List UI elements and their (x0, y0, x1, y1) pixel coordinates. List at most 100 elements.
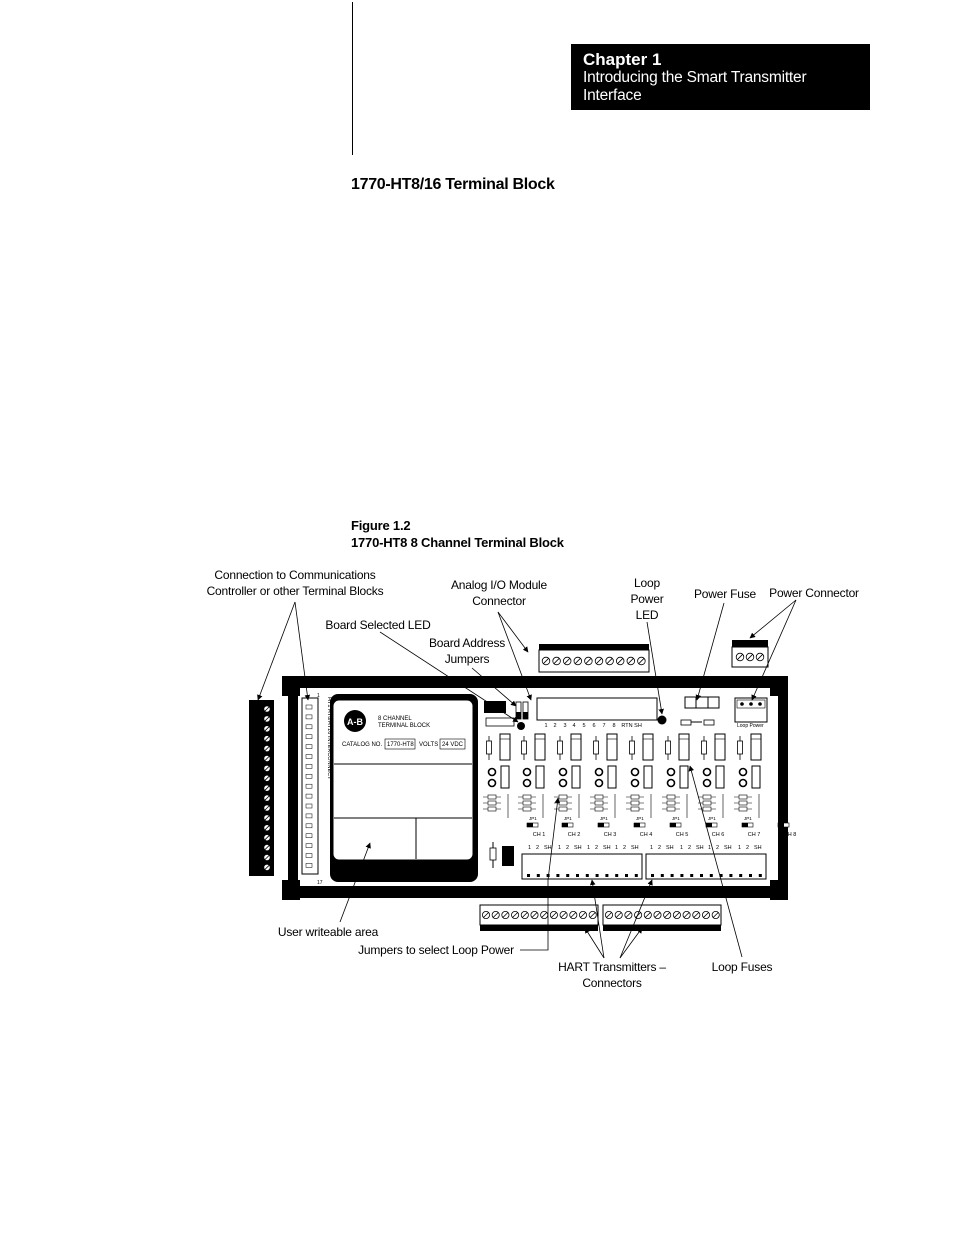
interconnect-strip: 1 17 HT1 HT8/HT16 INTERCONNECT (301, 693, 332, 886)
figure-number: Figure 1.2 (351, 518, 411, 533)
hart-header-pin (527, 874, 530, 877)
hart-connector-screw (559, 911, 568, 920)
diode (666, 794, 676, 800)
chapter-title-line-1: Introducing the Smart Transmitter (583, 69, 807, 86)
component-block (571, 765, 581, 789)
terminal-label: 2 (623, 845, 626, 851)
interconnect-pin (305, 803, 313, 809)
left-connector-screw (263, 843, 271, 852)
hart-header-pin (651, 874, 654, 877)
loop-fuse (678, 733, 690, 761)
figure-title: 1770-HT8 8 Channel Terminal Block (351, 535, 564, 550)
hart-connector-screw (588, 911, 597, 920)
hart-header-pin (680, 874, 684, 877)
interconnect-pin (305, 853, 313, 858)
hart-header-pin (670, 874, 674, 877)
resistor (737, 740, 743, 755)
resistor (701, 740, 707, 755)
resistor (593, 740, 599, 755)
diode (630, 800, 640, 806)
diode (666, 806, 676, 812)
left-connector-screw (263, 834, 271, 842)
hart-connector-screw (501, 911, 510, 920)
callout-communications: Connection to Communications Controller … (206, 568, 384, 598)
interconnect-pin-bottom: 17 (317, 880, 323, 886)
capacitor (522, 767, 532, 777)
diode (702, 806, 712, 812)
jumper-label: JP1 (600, 816, 608, 821)
left-connector-screw (263, 784, 271, 792)
jumper-label: JP1 (636, 816, 644, 821)
hart-connector-screw (663, 911, 672, 920)
capacitor (666, 767, 676, 777)
callout-user-writeable-area: User writeable area (277, 925, 379, 939)
hart-header-pin (566, 874, 570, 877)
diode (738, 806, 748, 812)
interconnect-pin (305, 704, 313, 710)
callout-loop-power-led: Loop Power LED (630, 576, 664, 622)
loop-fuse (642, 733, 654, 761)
chapter-number: Chapter 1 (583, 50, 662, 69)
resistor (629, 740, 635, 755)
terminal-label: 1 (650, 845, 653, 851)
loop-power-led (657, 715, 667, 725)
left-connector-screw (263, 735, 271, 743)
hart-connector-screw (549, 911, 558, 920)
capacitor (558, 778, 568, 788)
interconnect-pin (305, 734, 313, 739)
capacitor (594, 778, 604, 788)
channel-label: CH 8 (784, 832, 797, 838)
ab-logo (344, 710, 366, 732)
terminal-label: SH (631, 845, 639, 851)
jumper-label: JP1 (564, 816, 572, 821)
loop-fuse (570, 733, 582, 761)
hart-header-pin (536, 874, 540, 877)
hart-connector-screw (634, 911, 643, 920)
hart-header-pin (739, 874, 743, 877)
capacitor (594, 767, 604, 777)
volts-label: VOLTS (419, 742, 438, 748)
plate-line-1: 8 CHANNEL (378, 716, 412, 722)
analog-connector-screw (626, 656, 635, 666)
interconnect-pin (305, 754, 313, 759)
hart-connector-screw (692, 911, 701, 920)
hart-header-pin (700, 874, 703, 877)
diode (558, 806, 568, 812)
hart-header-pin (690, 874, 694, 877)
channel-label: CH 2 (568, 832, 581, 838)
analog-pin-label: 2 (553, 723, 556, 729)
name-plate: A-B 8 CHANNEL TERMINAL BLOCK CATALOG NO.… (330, 694, 478, 882)
jumper-label: JP1 (529, 816, 537, 821)
hart-header-pin (585, 874, 589, 877)
hart-connector-screw (520, 911, 529, 920)
interconnect-pin (305, 724, 313, 730)
catalog-label: CATALOG NO. (342, 742, 382, 748)
left-connector-screw (263, 853, 271, 862)
hart-external-connectors (479, 904, 722, 931)
component-block (715, 765, 725, 789)
channel-label: CH 5 (676, 832, 689, 838)
channel-label: CH 3 (604, 832, 617, 838)
diode (630, 794, 640, 800)
terminal-label: SH (574, 845, 582, 851)
terminal-label: SH (666, 845, 674, 851)
hart-connector-screw (702, 911, 711, 920)
diode (487, 800, 497, 806)
channel-label: CH 7 (748, 832, 761, 838)
hart-header-pin (634, 874, 638, 877)
hart-header-pin (729, 874, 733, 877)
terminal-label: 2 (746, 845, 749, 851)
callout-board-selected-led: Board Selected LED (325, 618, 431, 632)
callout-analog-connector: Analog I/O Module Connector (451, 578, 547, 608)
analog-pin-label: SH (634, 723, 642, 729)
leader-lines (257, 599, 797, 959)
analog-connector-screw (552, 656, 561, 666)
interconnect-label: HT1 HT8/HT16 INTERCONNECT (326, 697, 332, 780)
component-block (751, 765, 761, 789)
power-connector-header: Loop Power (734, 697, 768, 729)
hart-connector-screw (540, 911, 549, 920)
jumper-label: JP1 (672, 816, 680, 821)
capacitor (738, 767, 748, 777)
